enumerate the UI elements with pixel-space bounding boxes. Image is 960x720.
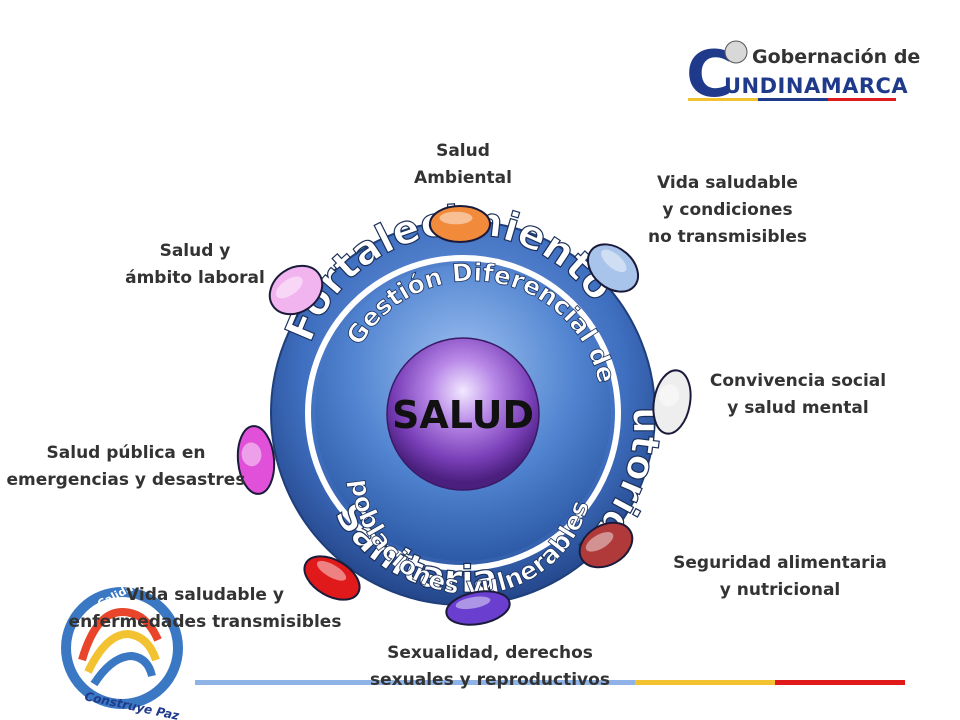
- dimension-ellipse-6: [236, 425, 276, 495]
- dimension-ellipse-2: [652, 369, 692, 435]
- label-seguridad-alimentaria: Seguridad alimentaria y nutricional: [660, 550, 900, 604]
- ellipse-highlight-4: [455, 596, 491, 610]
- label-vida-saludable-no-transmisibles: Vida saludable y condiciones no transmis…: [630, 170, 825, 251]
- label-salud-ambito-laboral: Salud y ámbito laboral: [115, 238, 275, 292]
- dimension-ellipse-5: [303, 555, 361, 601]
- white-gap-ring: [305, 255, 621, 571]
- label-salud-ambiental: Salud Ambiental: [403, 138, 523, 192]
- label-salud-publica-emergencias: Salud pública en emergencias y desastres: [2, 440, 250, 494]
- gobernacion-line2: UNDINAMARCA: [724, 74, 909, 98]
- ellipse-highlight-6: [241, 442, 262, 467]
- label-line: Salud y: [159, 241, 231, 261]
- center-circle: [386, 337, 540, 491]
- center-label: SALUD: [392, 393, 534, 437]
- label-convivencia-social: Convivencia social y salud mental: [698, 368, 898, 422]
- dimension-ellipse-1: [586, 243, 640, 293]
- label-line: Vida saludable y: [126, 585, 284, 605]
- label-line: Ambiental: [414, 168, 512, 188]
- label-line: Salud pública en: [46, 443, 206, 463]
- ellipse-highlight-0: [439, 211, 473, 225]
- gobernacion-logo: C: [686, 38, 896, 112]
- label-line: y condiciones: [662, 200, 793, 220]
- label-line: y nutricional: [719, 580, 841, 600]
- label-line: ámbito laboral: [125, 268, 265, 288]
- label-line: sexuales y reproductivos: [370, 670, 610, 690]
- dimension-ellipse-0: [429, 205, 491, 243]
- label-line: Seguridad alimentaria: [673, 553, 887, 573]
- label-sexualidad: Sexualidad, derechos sexuales y reproduc…: [360, 640, 620, 694]
- label-line: Convivencia social: [709, 371, 887, 391]
- dimension-ellipse-7: [268, 264, 324, 316]
- ellipse-highlight-1: [601, 249, 627, 273]
- label-line: Vida saludable: [657, 173, 798, 193]
- ellipse-highlight-3: [585, 532, 614, 552]
- label-line: emergencias y desastres: [6, 470, 246, 490]
- label-line: no transmisibles: [647, 227, 808, 247]
- dimension-ellipses: [236, 205, 692, 626]
- bottom-stripe: [195, 680, 905, 685]
- dimension-ellipse-3: [578, 521, 634, 569]
- label-line: Salud: [436, 141, 490, 161]
- label-line: y salud mental: [727, 398, 869, 418]
- ellipse-highlight-2: [659, 384, 680, 407]
- dimension-ellipse-4: [445, 590, 511, 626]
- label-vida-saludable-transmisibles: Vida saludable y enfermedades transmisib…: [55, 582, 355, 636]
- ellipse-highlight-7: [275, 276, 303, 299]
- label-line: Sexualidad, derechos: [387, 643, 593, 663]
- label-line: enfermedades transmisibles: [68, 612, 342, 632]
- coat-of-arms-icon: [724, 40, 748, 64]
- gobernacion-line1: Gobernación de: [752, 46, 921, 68]
- ellipse-highlight-5: [316, 560, 347, 581]
- calidad-de-vida-logo: Calidad de Vida Construye Paz: [61, 554, 187, 720]
